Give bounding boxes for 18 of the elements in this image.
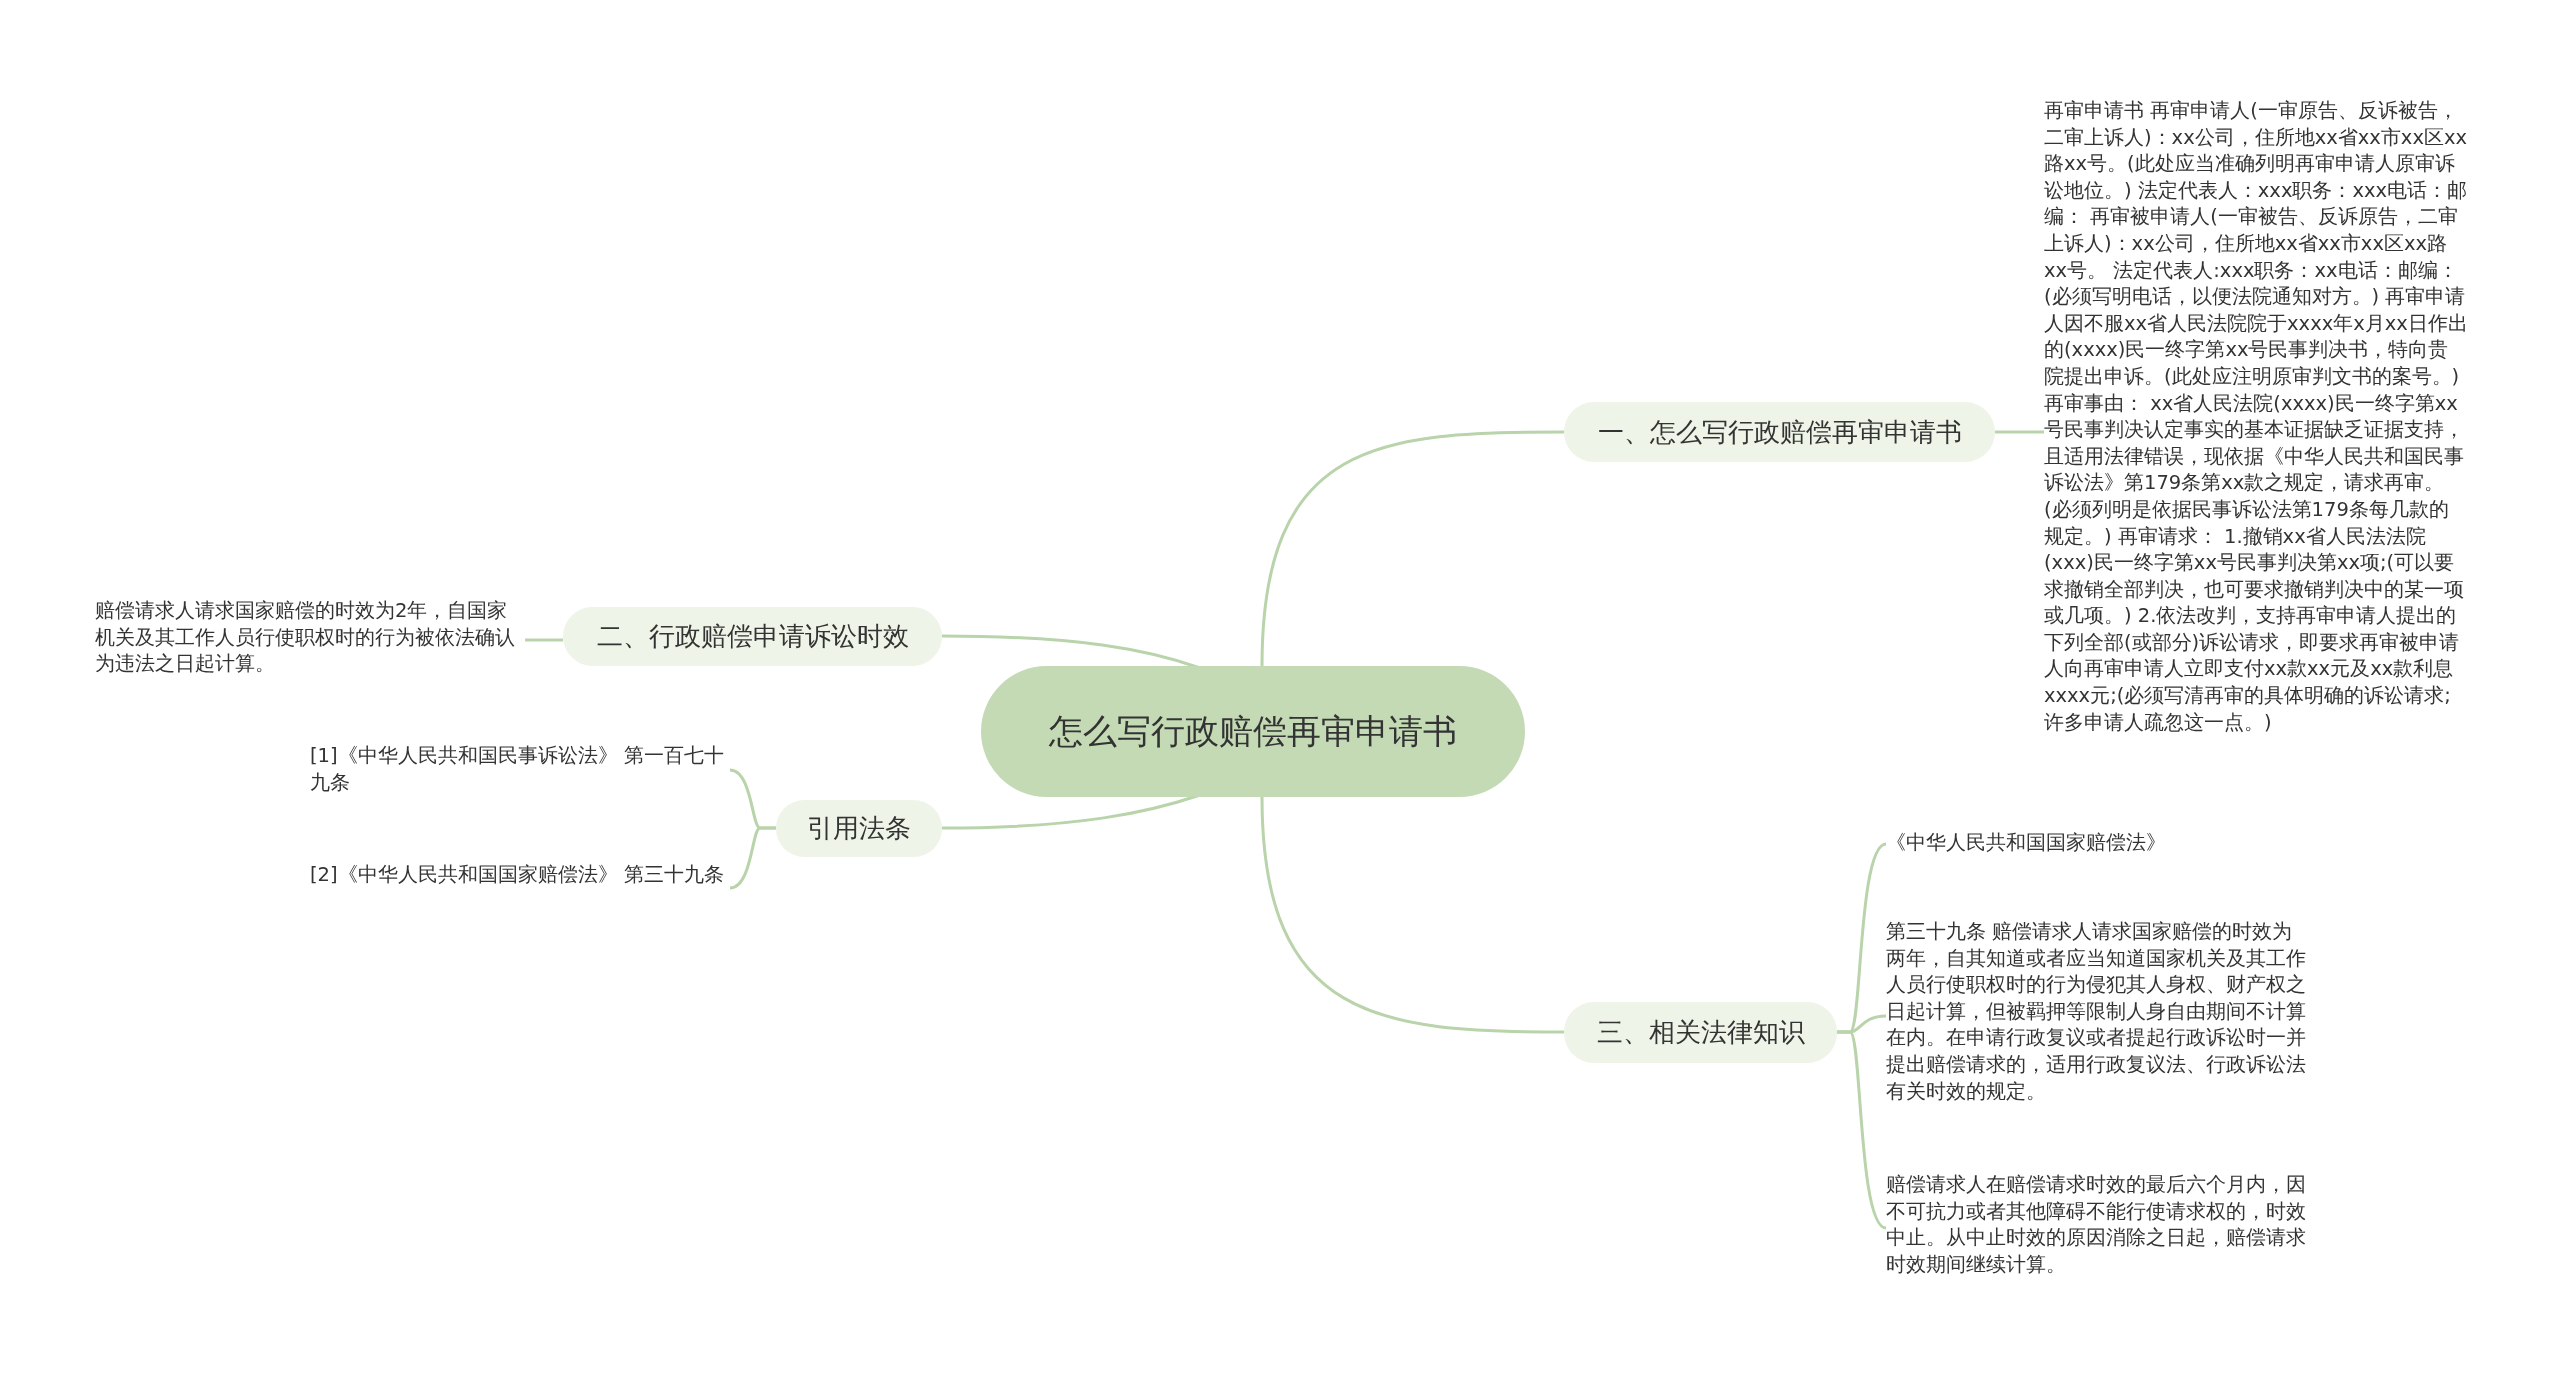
note-text: [1]《中华人民共和国民事诉讼法》 第一百七十九条 [310, 743, 730, 797]
topic-box: 二、行政赔偿申请诉讼时效 [563, 607, 942, 666]
connector-line [1995, 430, 2044, 434]
note-text: 再审申请书 再审申请人(一审原告、反诉被告，二审上诉人)：xx公司，住所地xx省xx市xx区xx路xx号。(此处应当准确列明再审申请人原审诉讼地位。) 法定代表人：xxx职务：xxx电话：邮编： 再审被申请人(一审被告、反诉原告，二审上诉人)：xx公司，住所地xx省xx市xx区xx路xx号。 法定代表人:xxx职务：xx电话：邮编：(必须写明电话，以便法院通知对方。) 再审申请人因不服xx省人民法院院于xxxx年x月xx日作出的(xxxx)民一终字第xx号民事判决书，特向贵院提出申诉。(此处应注明原审判文书的案号。) 再审事由： xx省人民法院(xxxx)民一终字第xx号民事判决认定事实的基本证据缺乏证据支持，且适用法律错误，现依据《中华人民共和国民事诉讼法》第179条第xx款之规定，请求再审。(必须列明是依据民事诉讼法第179条每几款的规定。) 再审请求： 1.撤销xx省人民法法院(xxx)民一终字第xx号民事判决第xx项;(可以要求撤销全部判决，也可要求撤销判决中的某一项或几项。) 2.依法改判，支持再审申请人提出的下列全部(或部分)诉讼请求，即要求再审被申请人向再审申请人立即支付xx款xx元及xx款利息xxxx元;(必须写清再审的具体明确的诉讼请求;许多申请人疏忽这一点。) [2044, 98, 2468, 737]
topic-box: 一、怎么写行政赔偿再审申请书 [1564, 402, 1995, 462]
note-text: [2]《中华人民共和国国家赔偿法》 第三十九条 [310, 862, 730, 889]
note-text: 第三十九条 赔偿请求人请求国家赔偿的时效为两年，自其知道或者应当知道国家机关及其工作人员行使职权时的行为侵犯其人身权、财产权之日起计算，但被羁押等限制人身自由期间不计算在内。在申请行政复议或者提起行政诉讼时一并提出赔偿请求的，适用行政复议法、行政诉讼法有关时效的规定。 [1886, 919, 2312, 1106]
connector-line [1260, 430, 1564, 667]
central-topic-box: 怎么写行政赔偿再审申请书 [981, 666, 1525, 797]
note-text: 赔偿请求人在赔偿请求时效的最后六个月内，因不可抗力或者其他障碍不能行使请求权的，时效中止。从中止时效的原因消除之日起，赔偿请求时效期间继续计算。 [1886, 1172, 2312, 1279]
topic-box: 引用法条 [776, 800, 942, 857]
connector-line [1260, 796, 1564, 1034]
topic-box: 三、相关法律知识 [1564, 1002, 1837, 1063]
note-text: 赔偿请求人请求国家赔偿的时效为2年，自国家机关及其工作人员行使职权时的行为被依法确认为违法之日起计算。 [95, 598, 525, 678]
connector-line [729, 826, 776, 890]
connector-line [1837, 1030, 1887, 1230]
note-text: 《中华人民共和国国家赔偿法》 [1886, 830, 2206, 857]
connector-line [525, 638, 563, 642]
